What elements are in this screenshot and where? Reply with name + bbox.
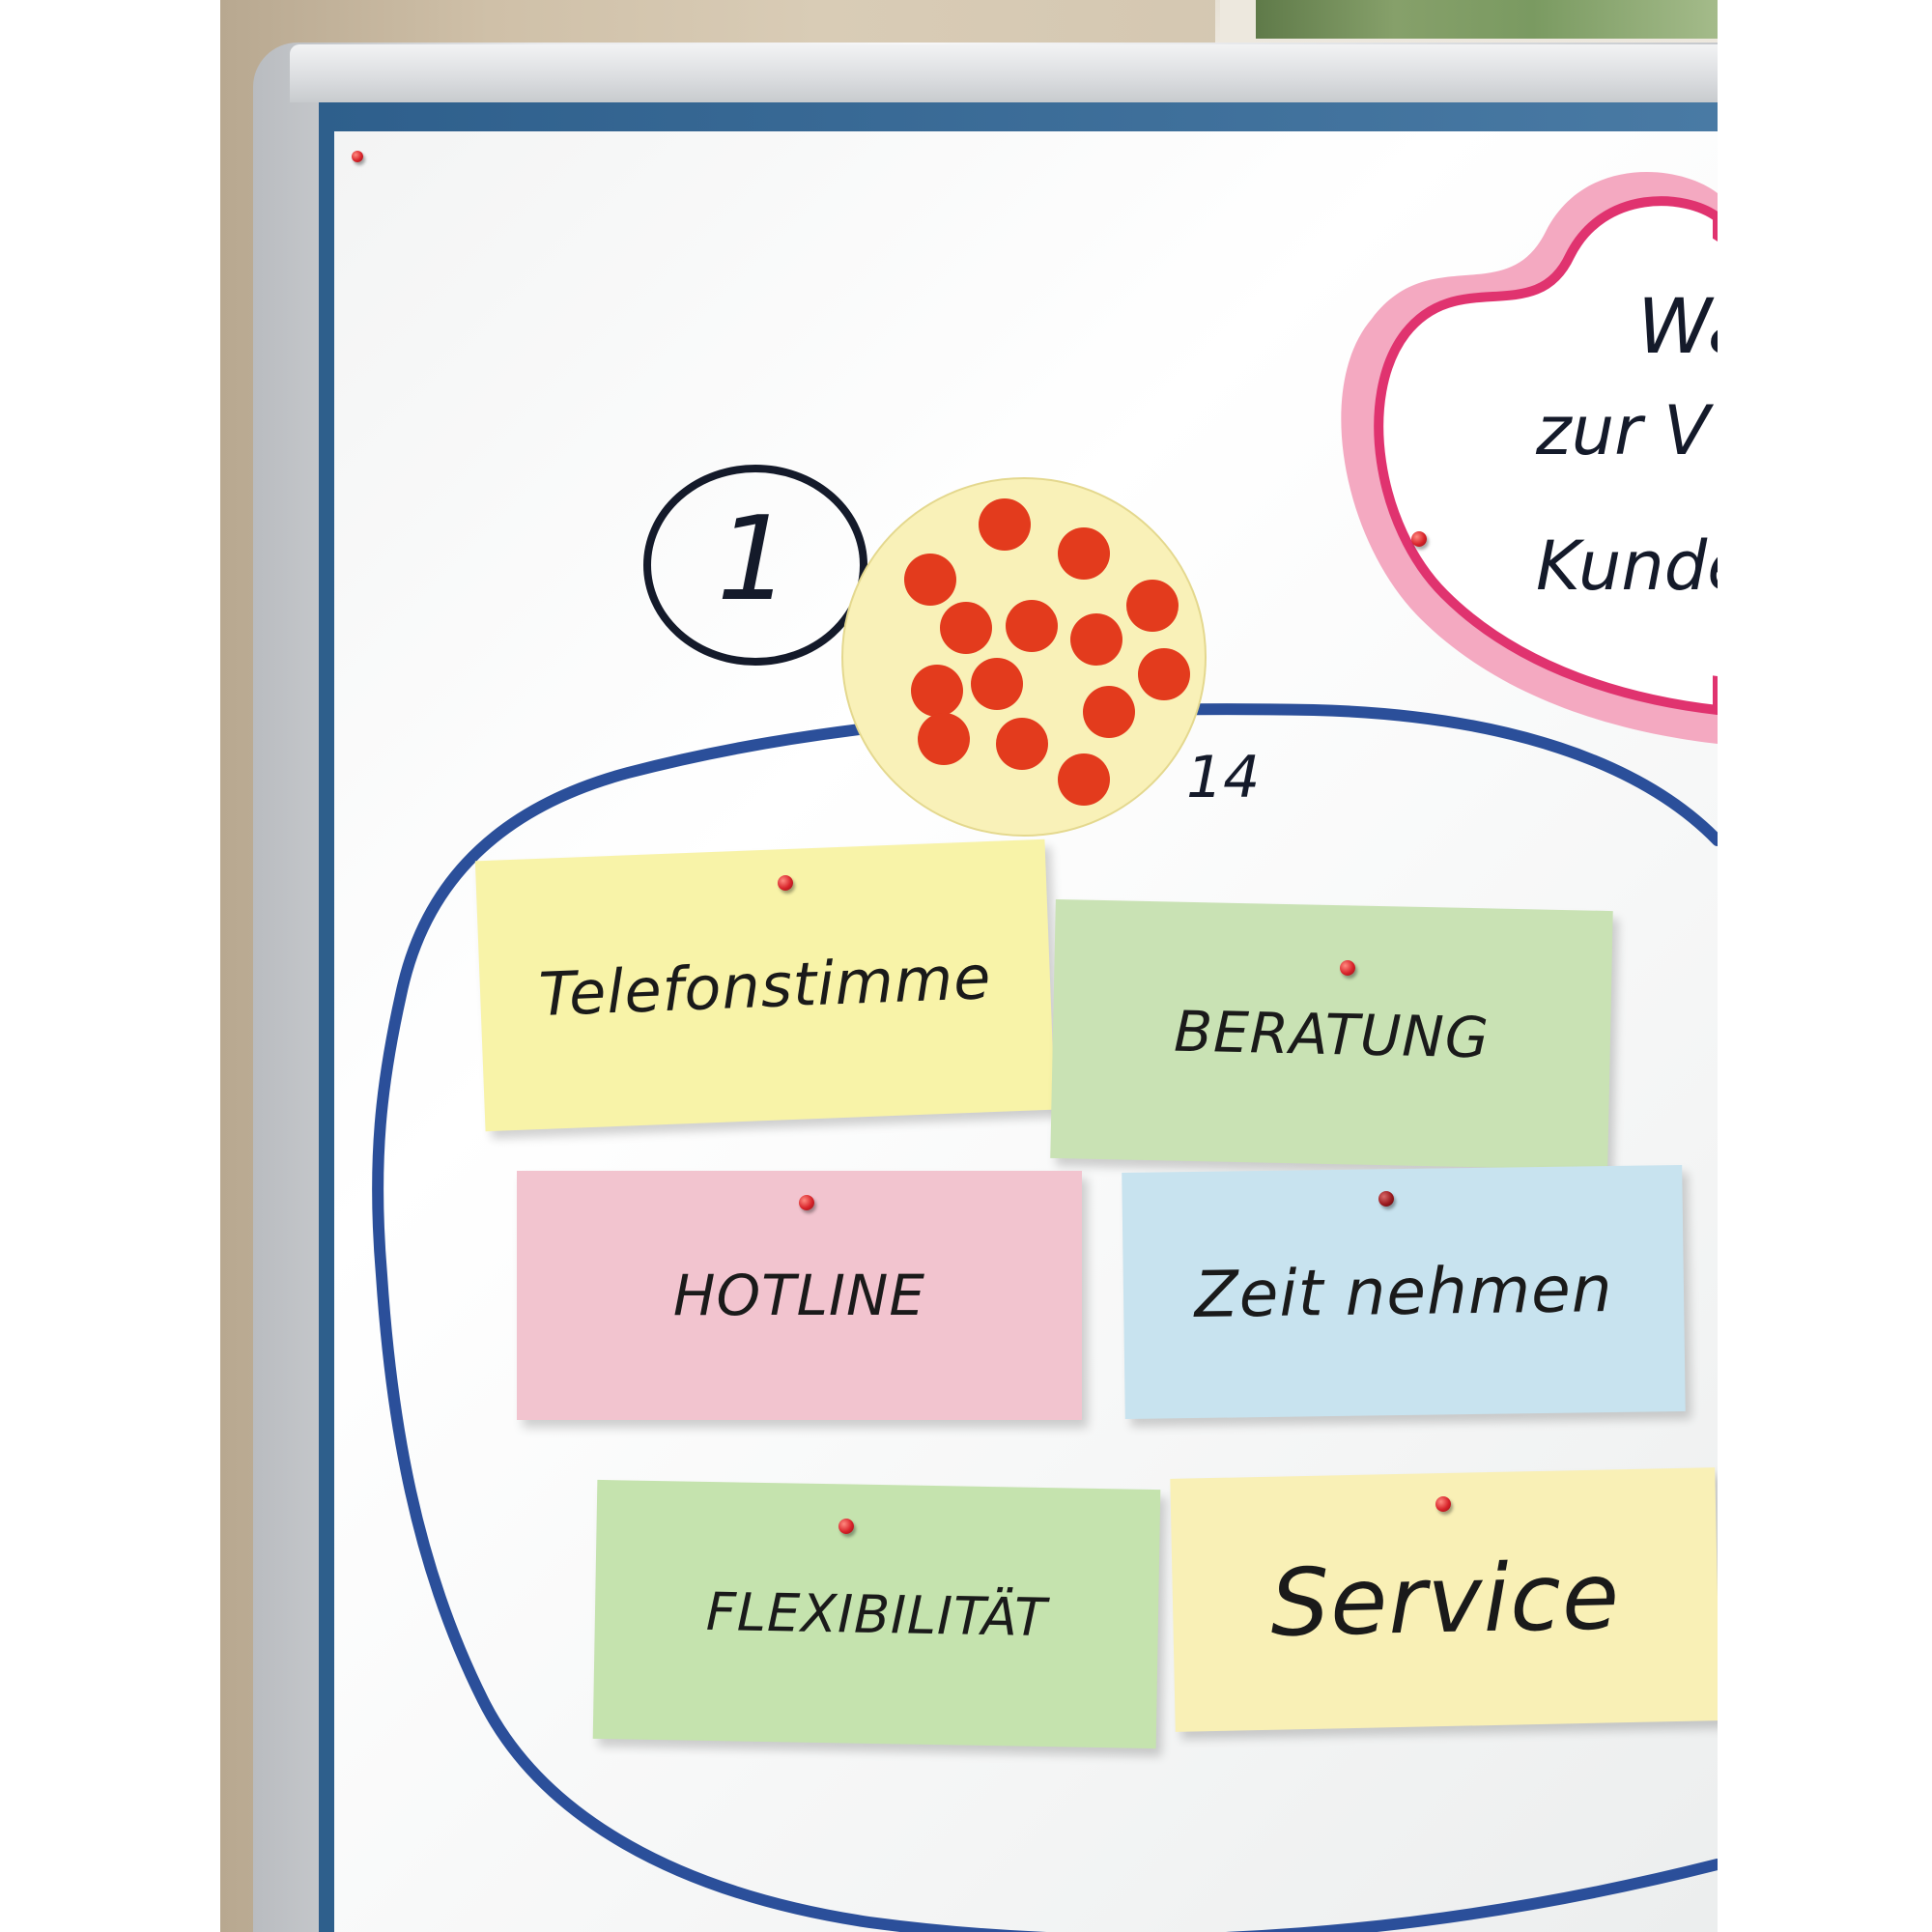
right-margin — [1718, 0, 1932, 1932]
voting-dot — [1070, 613, 1122, 666]
number-badge-text: 1 — [717, 493, 790, 627]
card-pin — [799, 1195, 814, 1210]
dots-count-label: 14 — [1186, 744, 1260, 811]
voting-dots — [904, 498, 1190, 806]
card-flexibilitaet-label: FLEXIBILITÄT — [705, 1580, 1048, 1648]
heart-text-line-3: Kunde — [1536, 526, 1748, 606]
voting-dot — [971, 658, 1023, 710]
number-badge-circle — [643, 465, 867, 666]
card-beratung[interactable]: BERATUNG — [1050, 898, 1613, 1171]
card-telefonstimme-label: Telefonstimme — [537, 941, 993, 1030]
heart-shape-core — [1413, 229, 1718, 676]
heart-pin — [1411, 531, 1427, 547]
voting-dot — [1006, 600, 1058, 652]
card-pin — [1378, 1191, 1394, 1207]
board-frame-top — [290, 44, 1718, 102]
voting-dot — [1138, 648, 1190, 700]
card-flexibilitaet[interactable]: FLEXIBILITÄT — [592, 1479, 1161, 1749]
voting-dot — [904, 554, 956, 606]
heart-text-line-2: zur V — [1535, 391, 1714, 470]
card-zeit-nehmen-label: Zeit nehmen — [1193, 1251, 1614, 1333]
card-pin — [1340, 960, 1355, 976]
voting-dot — [940, 602, 992, 654]
voting-dot — [1126, 580, 1179, 632]
card-pin — [1435, 1496, 1451, 1512]
card-zeit-nehmen[interactable]: Zeit nehmen — [1122, 1164, 1686, 1420]
card-service-label: Service — [1268, 1542, 1622, 1658]
card-pin — [838, 1519, 854, 1534]
left-margin — [0, 0, 220, 1932]
corner-pin — [352, 151, 363, 162]
voting-dot — [979, 498, 1031, 551]
card-telefonstimme[interactable]: Telefonstimme — [474, 838, 1056, 1132]
window-glass — [1256, 0, 1718, 39]
card-beratung-label: BERATUNG — [1173, 998, 1491, 1071]
voting-dot — [1083, 686, 1135, 738]
voting-dot — [911, 665, 963, 717]
card-pin — [778, 875, 793, 891]
voting-dot — [1058, 753, 1110, 806]
voting-dot — [918, 713, 970, 765]
voting-dot — [996, 718, 1048, 770]
card-hotline-label: HOTLINE — [672, 1263, 926, 1328]
voting-dot — [1058, 527, 1110, 580]
card-hotline[interactable]: HOTLINE — [517, 1171, 1082, 1420]
